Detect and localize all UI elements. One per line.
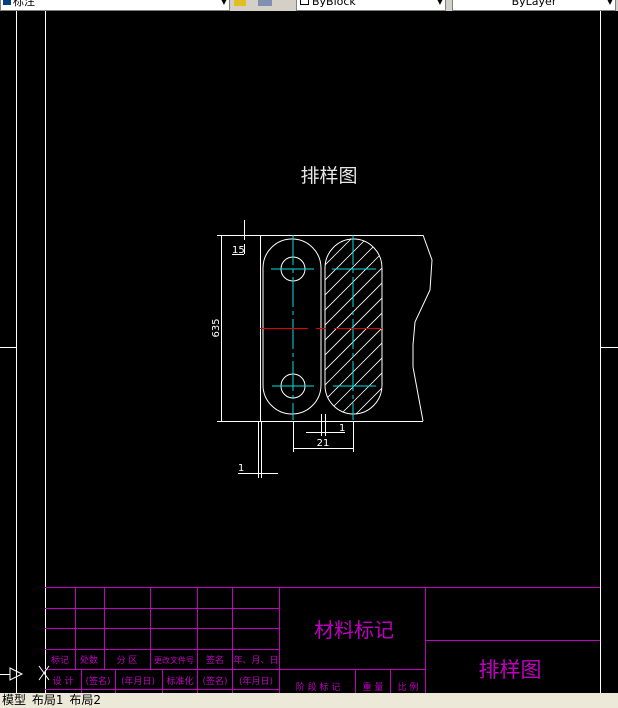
drawing-frame — [0, 11, 618, 693]
dim-top-offset: 15 — [232, 245, 245, 256]
chevron-down-icon: ▼ — [606, 0, 613, 6]
linetype-combo[interactable]: ByBlock▼ — [296, 0, 446, 11]
tb-stage: 阶 段 标 记 — [296, 681, 341, 693]
title-block — [45, 587, 600, 693]
tb-drawing-name: 排样图 — [479, 658, 542, 682]
part-1 — [262, 238, 322, 415]
tb-standard-date: (年月日) — [239, 675, 273, 687]
tb-header-date: 年、月、日 — [233, 654, 278, 666]
dimstyle-combo[interactable]: 标注▼ — [0, 0, 230, 11]
strip-outline — [217, 234, 433, 422]
tb-header-sign: 签名 — [206, 654, 224, 666]
tb-header-count: 处数 — [80, 654, 98, 666]
tab-model[interactable]: 模型 — [2, 693, 27, 707]
tb-header-mark: 标记 — [51, 654, 69, 666]
tab-layout1[interactable]: 布局1 — [31, 693, 64, 707]
drawing-canvas[interactable]: 排样图 635 15 21 1 1 — [0, 11, 618, 693]
tab-layout2[interactable]: 布局2 — [69, 693, 101, 707]
chevron-down-icon: ▼ — [436, 0, 443, 6]
centerlines — [271, 235, 376, 420]
layout-tabs: 模型 布局1 布局2 — [0, 693, 618, 708]
color-swatch-icon — [300, 0, 309, 5]
properties-toolbar: 标注▼ ByBlock▼ ByLayer▼ — [0, 0, 618, 11]
color-swatch-icon — [3, 0, 11, 5]
tb-standard: 标准化 — [166, 675, 193, 687]
layer-manager-icon[interactable] — [234, 0, 246, 6]
layers-icon[interactable] — [258, 0, 272, 6]
dim-edge: 1 — [238, 463, 244, 474]
tb-design: 设 计 — [53, 675, 74, 687]
tb-scale: 比 例 — [398, 681, 419, 693]
dimensions — [221, 220, 354, 478]
dim-pitch: 21 — [317, 438, 330, 449]
hatch-pattern — [325, 239, 382, 414]
tb-standard-sign: (签名) — [202, 675, 227, 687]
tb-design-date: (年月日) — [121, 675, 155, 687]
tb-header-docno: 更改文件号 — [154, 655, 194, 665]
chevron-down-icon: ▼ — [220, 0, 227, 6]
dim-height: 635 — [211, 318, 222, 337]
dim-gap: 1 — [339, 423, 345, 434]
drawing-title: 排样图 — [300, 165, 357, 187]
ucs-icon — [0, 665, 50, 681]
tb-design-sign: (签名) — [85, 675, 110, 687]
tb-weight: 重 量 — [363, 681, 384, 693]
lineweight-combo[interactable]: ByLayer▼ — [452, 0, 616, 11]
tb-material: 材料标记 — [314, 618, 394, 642]
tb-header-zone: 分 区 — [117, 655, 138, 666]
